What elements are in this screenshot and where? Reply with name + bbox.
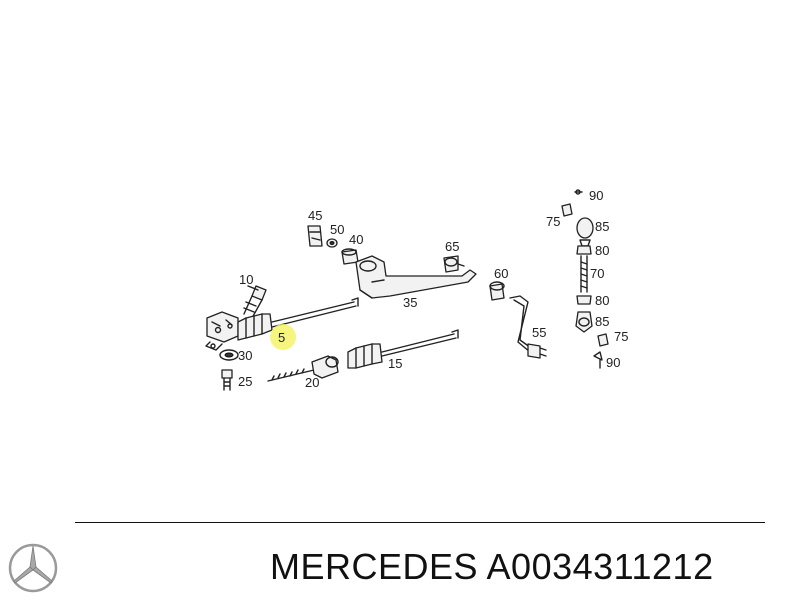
callout-65: 65: [445, 239, 459, 254]
callout-85-top: 85: [595, 219, 609, 234]
callout-90-top: 90: [589, 188, 603, 203]
mercedes-star-logo-icon: [8, 543, 58, 593]
callout-45: 45: [308, 208, 322, 223]
bolt-25: [221, 369, 233, 391]
clip-45: [307, 225, 323, 247]
stack-bottom: [575, 295, 609, 369]
callout-50: 50: [330, 222, 344, 237]
boot-15: [347, 329, 459, 369]
bushing-65: [443, 255, 465, 273]
callout-85-bottom: 85: [595, 314, 609, 329]
callout-15: 15: [388, 356, 402, 371]
divider-line: [75, 522, 765, 523]
bolt-10: [243, 285, 267, 319]
callout-55: 55: [532, 325, 546, 340]
rod-20: [267, 355, 339, 382]
boot-5: [237, 297, 359, 341]
callout-75-bottom: 75: [614, 329, 628, 344]
bushing-50: [326, 238, 338, 248]
callout-35: 35: [403, 295, 417, 310]
highlight-marker: [270, 324, 296, 350]
threaded-rod-70: [580, 255, 588, 293]
stack-top: [561, 189, 594, 255]
callout-10: 10: [239, 272, 253, 287]
rod-55: [509, 295, 547, 359]
callout-30: 30: [238, 348, 252, 363]
bushing-60: [489, 281, 505, 301]
callout-40: 40: [349, 232, 363, 247]
callout-20: 20: [305, 375, 319, 390]
part-caption: MERCEDES A0034311212: [270, 546, 714, 587]
washer-30: [219, 349, 239, 361]
callout-60: 60: [494, 266, 508, 281]
callout-70: 70: [590, 266, 604, 281]
callout-80-bottom: 80: [595, 293, 609, 308]
callout-5: 5: [278, 330, 285, 345]
lever-35: [355, 255, 477, 299]
callout-80-top: 80: [595, 243, 609, 258]
callout-25: 25: [238, 374, 252, 389]
callout-90-bottom: 90: [606, 355, 620, 370]
bracket-assembly: [205, 311, 239, 351]
callout-75-top: 75: [546, 214, 560, 229]
